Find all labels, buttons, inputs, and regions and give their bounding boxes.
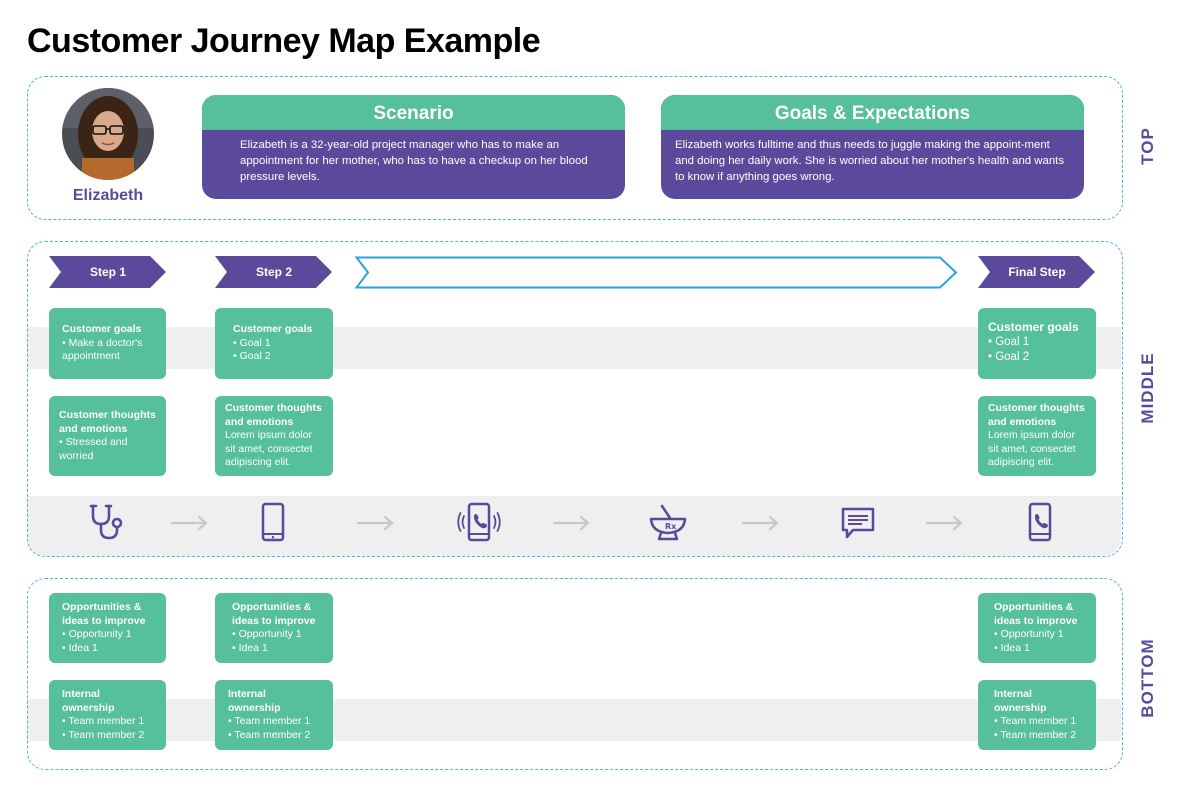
bottom-section <box>27 578 1123 770</box>
opportunities-card: Opportunities & ideas to improve • Oppor… <box>978 593 1096 663</box>
stethoscope-icon <box>89 504 123 540</box>
goals-panel: Goals & Expectations Elizabeth works ful… <box>661 95 1084 199</box>
card-title: Internal ownership <box>994 688 1047 714</box>
card-title: Opportunities & ideas to improve <box>994 601 1078 627</box>
customer-thoughts-card: Customer thoughts and emotions Lorem ips… <box>215 396 333 476</box>
middle-section <box>27 241 1123 557</box>
card-title: Customer goals <box>233 323 313 335</box>
top-section-label: TOP <box>1138 127 1157 165</box>
card-body: • Goal 1 • Goal 2 <box>988 336 1030 363</box>
card-title: Internal ownership <box>62 688 115 714</box>
arrow-right-icon <box>170 515 208 531</box>
customer-thoughts-card: Customer thoughts and emotions • Stresse… <box>49 396 166 476</box>
arrow-right-icon <box>741 515 779 531</box>
card-title: Customer thoughts and emotions <box>988 402 1085 428</box>
arrow-right-icon <box>552 515 590 531</box>
goals-body: Elizabeth works fulltime and thus needs … <box>675 139 1065 183</box>
card-title: Customer thoughts and emotions <box>59 409 156 435</box>
customer-thoughts-card: Customer thoughts and emotions Lorem ips… <box>978 396 1096 476</box>
ownership-card: Internal ownership • Team member 1 • Tea… <box>49 680 166 750</box>
step-1-chevron <box>49 256 166 288</box>
ownership-card: Internal ownership • Team member 1 • Tea… <box>215 680 333 750</box>
middle-section-label: MIDDLE <box>1138 352 1157 424</box>
card-title: Customer goals <box>62 323 142 335</box>
card-body: Lorem ipsum dolor sit amet, consectet ad… <box>988 429 1076 468</box>
card-body: • Opportunity 1 • Idea 1 <box>62 628 132 654</box>
card-title: Internal ownership <box>228 688 281 714</box>
pharmacy-mortar-icon: Rx <box>649 504 687 541</box>
page-title: Customer Journey Map Example <box>27 22 541 60</box>
final-step-chevron <box>978 256 1095 288</box>
persona-avatar <box>62 88 154 180</box>
top-section <box>27 76 1123 220</box>
card-body: • Team member 1 • Team member 2 <box>228 715 311 741</box>
goals-band <box>27 327 1121 369</box>
phone-call-icon <box>1028 502 1052 542</box>
svg-text:Rx: Rx <box>665 522 677 531</box>
step-2-chevron <box>215 256 332 288</box>
card-title: Opportunities & ideas to improve <box>232 601 316 627</box>
arrow-right-icon <box>925 515 963 531</box>
card-body: • Team member 1 • Team member 2 <box>62 715 145 741</box>
customer-goals-card: Customer goals • Goal 1 • Goal 2 <box>978 308 1096 379</box>
card-body: • Stressed and worried <box>59 436 128 462</box>
ringing-phone-icon <box>457 502 501 542</box>
arrow-right-icon <box>356 515 394 531</box>
step-2-label: Step 2 <box>255 265 292 279</box>
final-step-label: Final Step <box>1008 265 1066 279</box>
opportunities-card: Opportunities & ideas to improve • Oppor… <box>49 593 166 663</box>
card-body: Lorem ipsum dolor sit amet, consectet ad… <box>225 429 313 468</box>
scenario-title: Scenario <box>202 95 625 130</box>
card-body: • Goal 1 • Goal 2 <box>233 336 271 363</box>
scenario-panel: Scenario Elizabeth is a 32-year-old proj… <box>202 95 625 199</box>
card-body: • Make a doctor's appointment <box>62 336 143 363</box>
step-1-label: Step 1 <box>89 265 126 279</box>
card-body: • Opportunity 1 • Idea 1 <box>232 628 302 654</box>
customer-goals-card: Customer goals • Make a doctor's appoint… <box>49 308 166 379</box>
intermediate-steps-chevron <box>355 256 958 289</box>
persona-name: Elizabeth <box>72 187 144 204</box>
customer-goals-card: Customer goals • Goal 1 • Goal 2 <box>215 308 333 379</box>
ownership-card: Internal ownership • Team member 1 • Tea… <box>978 680 1096 750</box>
ownership-band <box>27 699 1121 741</box>
card-title: Customer goals <box>988 320 1079 334</box>
opportunities-card: Opportunities & ideas to improve • Oppor… <box>215 593 333 663</box>
card-body: • Team member 1 • Team member 2 <box>994 715 1077 741</box>
touchpoint-band <box>27 496 1121 556</box>
card-body: • Opportunity 1 • Idea 1 <box>994 628 1064 654</box>
goals-title: Goals & Expectations <box>661 95 1084 130</box>
card-title: Opportunities & ideas to improve <box>62 601 146 627</box>
bottom-section-label: BOTTOM <box>1138 638 1157 718</box>
card-title: Customer thoughts and emotions <box>225 402 322 428</box>
chat-message-icon <box>841 507 875 539</box>
smartphone-icon <box>261 502 285 542</box>
scenario-body: Elizabeth is a 32-year-old project manag… <box>240 139 588 183</box>
